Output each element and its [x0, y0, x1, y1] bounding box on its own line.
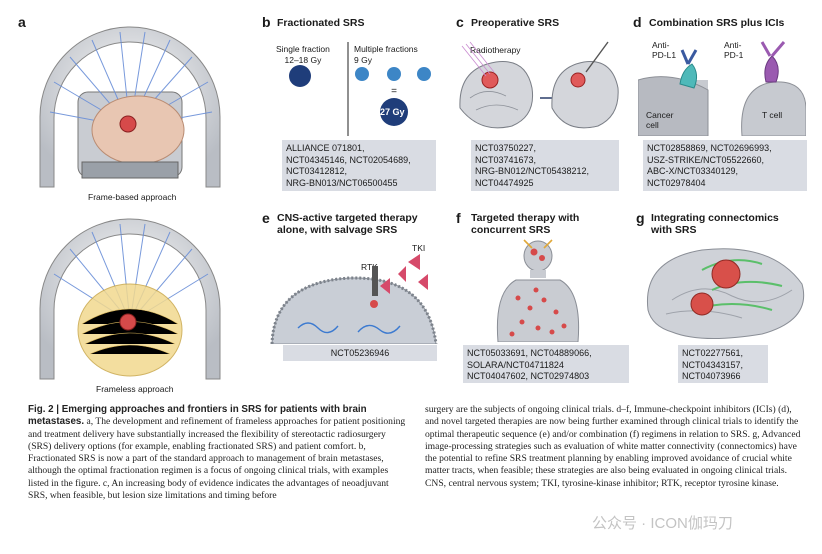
panel-c-title: Preoperative SRS — [471, 17, 560, 29]
caption-left: Fig. 2 | Emerging approaches and frontie… — [28, 404, 410, 502]
trial-line: NCT04343157, — [682, 359, 744, 370]
fraction-diagram: = — [289, 42, 431, 136]
panel-f-title: Targeted therapy with concurrent SRS — [471, 212, 580, 236]
trial-line: NCT04474925 — [475, 177, 534, 188]
panel-d-letter: d — [633, 14, 642, 30]
trial-line: NCT04047602, NCT02974803 — [467, 371, 590, 381]
trial-line: NCT03750227, — [475, 143, 537, 153]
trial-line: NCT04345146, NCT02054689, — [286, 154, 411, 165]
anti-pdl1-label: Anti- PD-L1 — [652, 40, 677, 60]
trial-line: SOLARA/NCT04711824 — [467, 359, 564, 370]
panel-c-trials: NCT03750227, NCT03741673, NRG-BN012/NCT0… — [471, 140, 619, 191]
frameless-illustration — [39, 218, 221, 380]
panel-g-letter: g — [636, 210, 645, 226]
concurrent-therapy-illustration — [496, 239, 580, 342]
targeted-therapy-illustration — [270, 254, 438, 344]
trial-line: NCT03741673, — [475, 154, 537, 165]
caption-title: Fig. 2 | Emerging approaches and frontie… — [28, 404, 367, 428]
panel-e-trials: NCT05236946 — [283, 345, 437, 361]
frame-based-illustration — [39, 26, 221, 188]
panel-c-letter: c — [456, 14, 464, 30]
svg-text:=: = — [391, 86, 397, 97]
rtk-label: RTK — [361, 262, 378, 272]
tki-label: TKI — [412, 243, 426, 253]
total-dose-label: 27 Gy — [380, 107, 405, 117]
caption-right: surgery are the subjects of ongoing clin… — [425, 404, 807, 490]
trial-line: NCT02858869, NCT02696993, — [647, 143, 772, 153]
panel-e-title: CNS-active targeted therapy alone, with … — [277, 212, 418, 236]
checkpoint-illustration — [638, 41, 806, 136]
trial-line: NCT04073966 — [682, 371, 741, 381]
panel-b-title: Fractionated SRS — [277, 17, 365, 29]
trial-line: NRG-BN012/NCT05438212, — [475, 166, 590, 176]
panel-f-trials: NCT05033691, NCT04889066, SOLARA/NCT0471… — [463, 345, 629, 383]
panel-b-letter: b — [262, 14, 271, 30]
cancer-cell-label: Cancer cell — [646, 110, 674, 130]
panel-g-title: Integrating connectomics with SRS — [651, 212, 779, 236]
multiple-fractions-label: Multiple fractions 9 Gy — [354, 44, 418, 65]
trial-line: NCT05236946 — [330, 348, 390, 358]
preoperative-illustration — [459, 41, 619, 129]
panel-g-trials: NCT02277561, NCT04343157, NCT04073966 — [678, 345, 768, 383]
panel-d-title: Combination SRS plus ICIs — [649, 17, 785, 29]
radiotherapy-label: Radiotherapy — [470, 45, 521, 55]
panel-f-letter: f — [456, 210, 461, 226]
connectomics-illustration — [646, 248, 804, 339]
watermark: 公众号 · ICON伽玛刀 — [592, 515, 733, 532]
trial-line: ALLIANCE 071801, — [286, 143, 365, 153]
trial-line: NCT03412812, — [286, 166, 348, 176]
trial-line: NCT02277561, — [682, 348, 744, 358]
trial-line: NCT05033691, NCT04889066, — [467, 348, 592, 358]
anti-pd1-label: Anti- PD-1 — [724, 40, 744, 60]
frame-based-label: Frame-based approach — [88, 192, 177, 202]
trial-line: USZ-STRIKE/NCT05522660, — [647, 154, 765, 165]
panel-e-letter: e — [262, 210, 270, 226]
trial-line: ABC-X/NCT03340129, — [647, 166, 739, 176]
caption-left-body: a, The development and refinement of fra… — [28, 416, 406, 502]
panel-b-trials: ALLIANCE 071801, NCT04345146, NCT0205468… — [282, 140, 436, 191]
panel-d-trials: NCT02858869, NCT02696993, USZ-STRIKE/NCT… — [643, 140, 807, 191]
t-cell-label: T cell — [762, 110, 783, 120]
caption-right-body: surgery are the subjects of ongoing clin… — [425, 404, 801, 489]
trial-line: NCT02978404 — [647, 177, 706, 188]
trial-line: NRG-BN013/NCT06500455 — [286, 177, 398, 188]
single-fraction-label: Single fraction 12–18 Gy — [276, 44, 330, 65]
frameless-label: Frameless approach — [96, 384, 174, 394]
panel-a-letter: a — [18, 14, 26, 30]
